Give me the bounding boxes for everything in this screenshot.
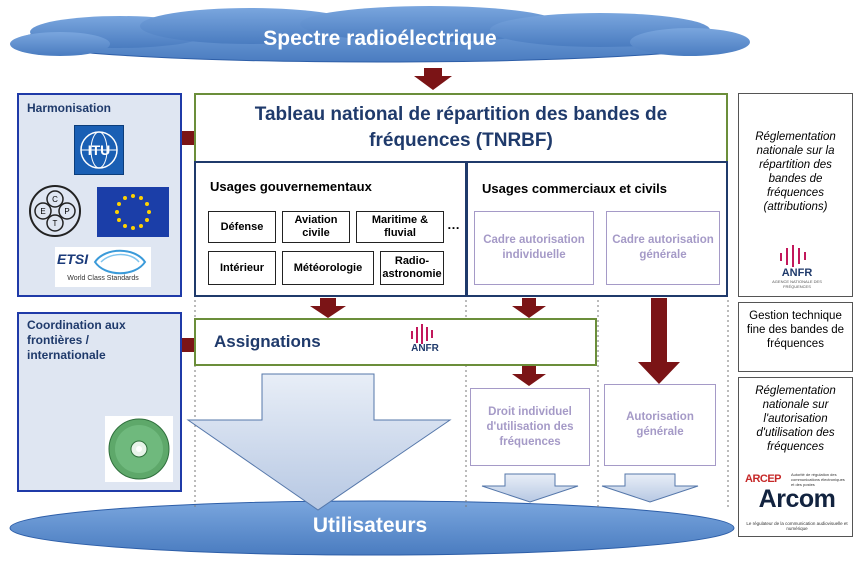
civil-usage-box: Usages commerciaux et civils Cadre autor… [466,161,728,297]
assignations-label: Assignations [214,332,321,351]
svg-text:T: T [53,219,58,228]
itu-logo: ITU [74,125,124,175]
anfr-text-assignations: ANFR [411,343,439,354]
bottom-cloud [9,500,735,556]
coordination-title: Coordination aux frontières / internatio… [27,318,126,362]
gestion-technique-text: Gestion technique fine des bandes de fré… [746,310,845,350]
arcom-logo: Arcom Le régulateur de la communication … [745,485,849,532]
usage-aviation: Aviation civile [282,211,350,243]
reglementation-autorisation-box: Réglementation nationale sur l'autorisat… [738,377,853,537]
droit-individuel-box: Droit individuel d'utilisation des fréqu… [470,388,590,466]
anfr-text-right: ANFR [781,267,813,279]
assignations-box: Assignations ANFR [194,318,597,366]
down-arrow-individuel [512,298,546,318]
anfr-logo-right: ANFR AGENCE NATIONALE DES FRÉQUENCES [759,244,835,289]
arcep-subtitle: Autorité de régulation des communication… [791,472,845,487]
cept-logo: C E P T [27,183,83,239]
autorisation-generale-box: Autorisation générale [604,384,716,466]
utilisateurs-label: Utilisateurs [312,514,428,537]
civil-title: Usages commerciaux et civils [482,181,667,196]
etsi-text: ETSI [57,251,89,267]
down-arrow-generale [638,298,680,384]
down-arrow-individuel-2 [512,366,546,386]
arcom-text: Arcom [758,485,836,513]
gov-usage-box: Usages gouvernementaux Défense Aviation … [194,161,467,297]
small-down-arrow-droit [481,473,579,503]
eu-flag-logo [97,187,169,237]
usage-interieur: Intérieur [208,251,276,285]
arcom-subtitle: Le régulateur de la communication audiov… [746,521,848,531]
top-cloud [10,6,750,63]
harmonisation-title: Harmonisation [27,101,112,115]
reglementation-repartition-box: Réglementation nationale sur la répartit… [738,93,853,297]
down-arrow-spectre [414,68,452,90]
tnrbf-title-box: Tableau national de répartition des band… [194,93,728,161]
usage-defense: Défense [208,211,276,243]
small-down-arrow-autorisation [601,473,699,503]
etsi-logo: ETSI World Class Standards [55,247,151,287]
reglementation-repartition-text: Réglementation nationale sur la répartit… [755,131,836,213]
svg-text:C: C [52,195,58,204]
arcep-logo: ARCEP Autorité de régulation des communi… [745,472,849,487]
big-down-arrow-assignations [186,373,452,511]
reglementation-autorisation-text: Réglementation nationale sur l'autorisat… [755,385,836,453]
gov-title: Usages gouvernementaux [210,179,372,194]
usage-meteorologie: Météorologie [282,251,374,285]
harmonisation-panel: Harmonisation ITU C E P T [17,93,182,297]
etsi-tagline: World Class Standards [67,275,139,282]
usage-maritime: Maritime & fluvial [356,211,444,243]
coordination-panel: Coordination aux frontières / internatio… [17,312,182,492]
usage-ellipsis: … [447,217,460,232]
svg-text:P: P [64,207,69,216]
arcep-text: ARCEP [745,473,782,485]
spectre-label: Spectre radioélectrique [263,27,497,50]
down-arrow-gov [310,298,346,318]
anfr-subtitle-right: AGENCE NATIONALE DES FRÉQUENCES [772,279,822,289]
cadre-autorisation-individuelle: Cadre autorisation individuelle [474,211,594,285]
usage-radio-astronomie: Radio-astronomie [380,251,444,285]
svg-text:E: E [40,207,45,216]
gestion-technique-box: Gestion technique fine des bandes de fré… [738,302,853,372]
itu-text: ITU [87,142,111,158]
cadre-autorisation-generale: Cadre autorisation générale [606,211,720,285]
anfr-logo-assignations: ANFR [392,323,458,361]
tnrbf-title: Tableau national de répartition des band… [254,104,668,151]
cd-image [105,416,173,482]
